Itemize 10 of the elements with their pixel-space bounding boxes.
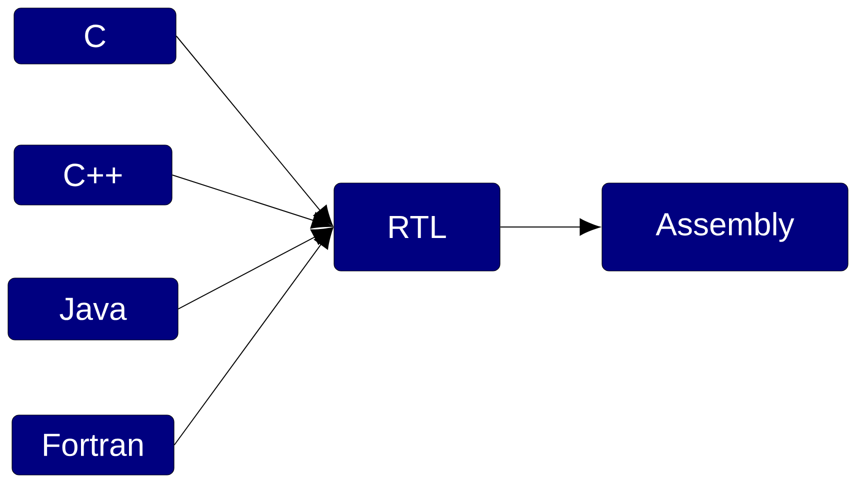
process-box: Assembly bbox=[602, 182, 848, 272]
process-box: C++ bbox=[14, 144, 172, 206]
arrow bbox=[176, 36, 333, 226]
process-box: C bbox=[14, 8, 176, 64]
arrow bbox=[174, 228, 334, 446]
arrow bbox=[500, 218, 600, 236]
process-box: Java bbox=[8, 278, 178, 340]
arrow bbox=[172, 174, 332, 229]
process-box: Fortran bbox=[12, 414, 174, 476]
process-box: RTL bbox=[334, 182, 500, 272]
